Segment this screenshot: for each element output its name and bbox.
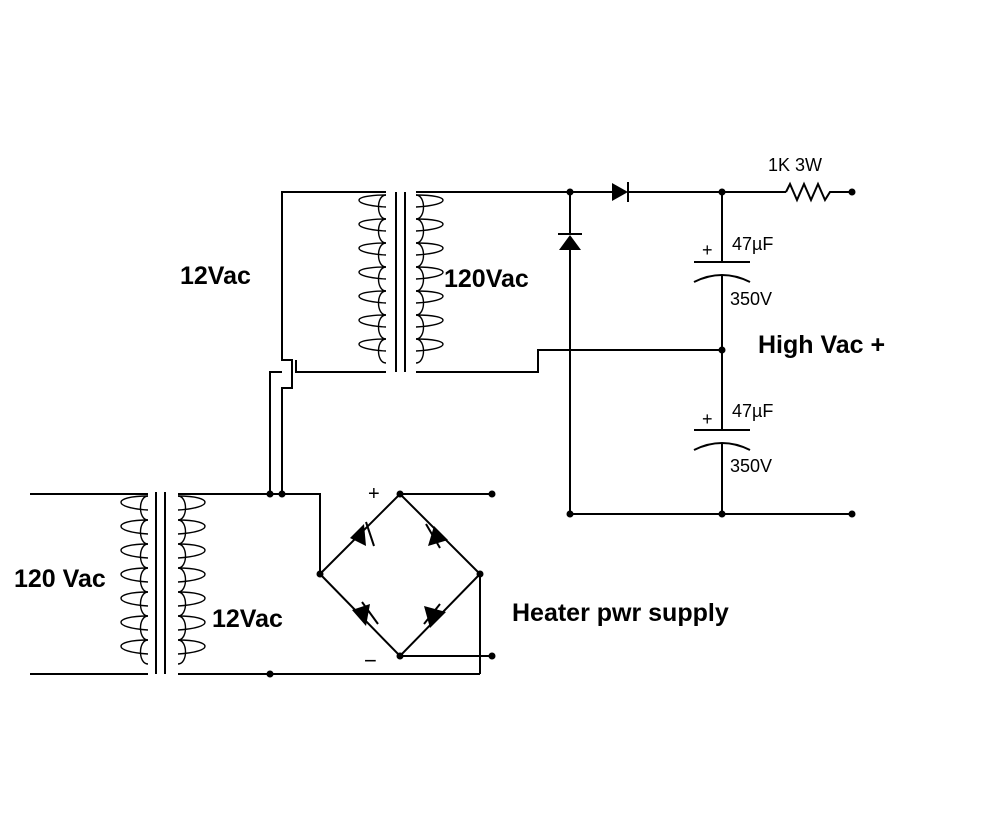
high-vac-label: High Vac + (758, 331, 885, 359)
cap2-value-label: 47µF (732, 401, 773, 421)
upper-transformer (358, 192, 444, 372)
lower-transformer-wiring (30, 490, 480, 678)
junction-dot (266, 490, 274, 498)
lower-secondary-coil (177, 495, 206, 665)
output-terminal-low (848, 510, 856, 518)
bridge-node-ac-left (316, 570, 324, 578)
lower-transformer (120, 492, 206, 674)
junction-dot (718, 188, 726, 196)
output-terminal-high (848, 188, 856, 196)
lower-primary-coil (120, 495, 149, 665)
bridge-rectifier (316, 490, 496, 674)
cap1-voltage-label: 350V (730, 289, 772, 309)
junction-dot (278, 490, 286, 498)
bridge-diode-bottom-left (352, 601, 379, 626)
cap1-value-label: 47µF (732, 234, 773, 254)
bridge-diode-bottom-right (423, 603, 446, 628)
t2-secondary-label: 12Vac (212, 605, 283, 633)
t1-secondary-label: 120Vac (444, 265, 529, 293)
filter-ground-rail (570, 510, 856, 518)
resistor-label: 1K 3W (768, 155, 822, 175)
bridge-minus-label: − (364, 648, 377, 673)
junction-dot (718, 346, 726, 354)
junction-dot (566, 510, 574, 518)
t2-primary-label: 120 Vac (14, 565, 106, 593)
heater-terminal-plus (488, 490, 496, 498)
junction-dot (718, 510, 726, 518)
bridge-plus-label: + (368, 483, 380, 505)
upper-primary-coil (358, 194, 387, 364)
cap1-plus-label: + (702, 240, 713, 260)
series-diode (612, 182, 722, 202)
cap2-voltage-label: 350V (730, 456, 772, 476)
upper-primary-wiring (269, 191, 386, 494)
resistor-1k (722, 181, 856, 203)
upper-secondary-wiring (416, 191, 722, 373)
upper-secondary-coil (415, 194, 444, 364)
junction-dot (266, 670, 274, 678)
shunt-diode (558, 192, 582, 514)
bridge-diode-top-right (425, 523, 448, 549)
bridge-diode-top-left (350, 521, 375, 547)
heater-label: Heater pwr supply (512, 599, 729, 627)
cap2-plus-label: + (702, 409, 713, 429)
heater-terminal-minus (488, 652, 496, 660)
junction-dot (566, 188, 574, 196)
t1-primary-label: 12Vac (180, 262, 251, 290)
